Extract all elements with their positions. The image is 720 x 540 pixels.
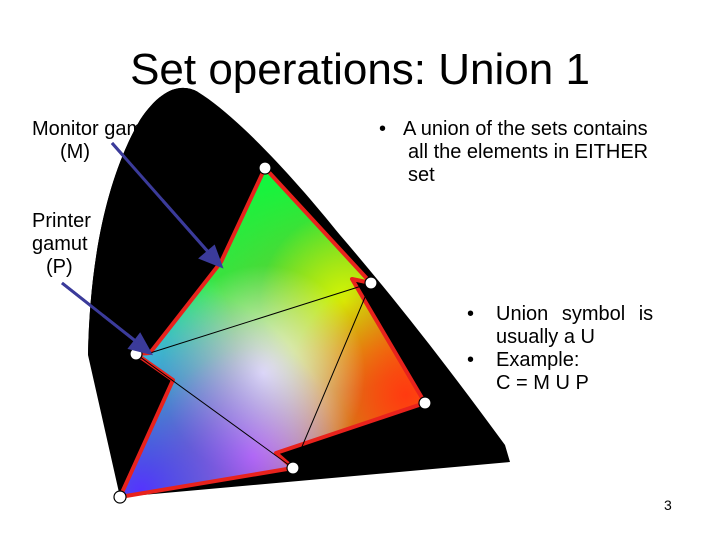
- printer-label-line3: (P): [46, 256, 73, 278]
- printer-gamut-label: Printer gamut (P): [32, 210, 91, 279]
- bullet-dot: •: [467, 349, 475, 371]
- monitor-label-line1: Monitor gamut: [32, 118, 160, 140]
- bullet-dot: •: [467, 303, 475, 325]
- bullet-line: A union of the sets contains: [403, 118, 648, 140]
- monitor-vertex-green: [258, 161, 272, 175]
- slide-title: Set operations: Union 1: [130, 45, 590, 94]
- bullet-line: set: [408, 164, 435, 186]
- bullet-line: Union symbol is: [496, 303, 654, 325]
- bullet-line: all the elements in EITHER: [408, 141, 649, 163]
- bullet-line: C = M U P: [496, 372, 589, 394]
- printer-vertex-magenta: [286, 461, 300, 475]
- bullet-line: usually a U: [496, 326, 595, 348]
- bullet-dot: •: [379, 118, 387, 140]
- bullets-top: • A union of the sets contains all the e…: [379, 118, 708, 187]
- bullet-item: • A union of the sets contains all the e…: [379, 118, 708, 187]
- monitor-vertex-red: [418, 396, 432, 410]
- printer-label-line2: gamut: [32, 233, 88, 255]
- bullet-item: • Example: C = M U P: [467, 349, 696, 395]
- monitor-gamut-label: Monitor gamut (M): [32, 118, 160, 164]
- bullet-line: Example:: [496, 349, 580, 371]
- bullets-bottom: • Union symbol is usually a U • Example:…: [467, 303, 696, 395]
- monitor-vertex-blue: [113, 490, 127, 504]
- bullet-item: • Union symbol is usually a U: [467, 303, 696, 349]
- page-number: 3: [664, 497, 672, 513]
- printer-vertex-yellow: [364, 276, 378, 290]
- printer-label-line1: Printer: [32, 210, 91, 232]
- monitor-label-line2: (M): [60, 141, 90, 163]
